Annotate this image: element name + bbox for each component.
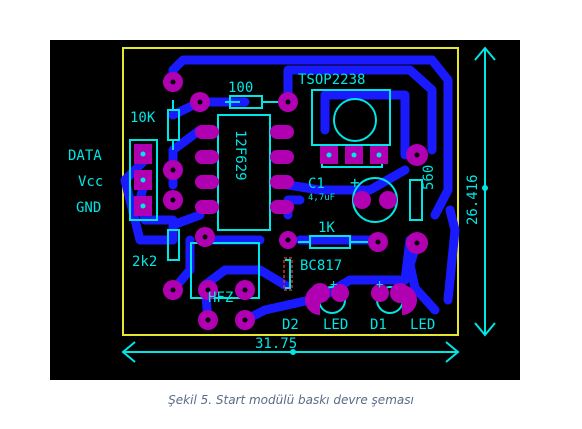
mcu-outline	[217, 114, 271, 231]
mcu-pad-6	[270, 175, 294, 189]
pad-led-d2-k	[331, 284, 349, 302]
label-height-dimension: 26.416	[465, 174, 481, 225]
label-cap: C1	[308, 176, 325, 192]
label-r560: 560	[421, 165, 437, 190]
buzzer-outline	[190, 242, 260, 299]
label-led1: LED	[410, 317, 435, 333]
mcu-pad-3	[195, 175, 219, 189]
width-marker-dot	[290, 349, 296, 355]
connector-outline	[129, 139, 158, 221]
mcu-pads	[195, 125, 294, 214]
label-width-dimension: 31.75	[255, 336, 297, 352]
mcu-pad-1	[195, 125, 219, 139]
label-cap-value: 4,7uF	[308, 193, 335, 203]
height-marker-dot	[482, 185, 488, 191]
mcu-pad-5	[270, 200, 294, 214]
label-d2: D2	[282, 317, 299, 333]
transistor-outline	[285, 259, 291, 289]
height-arrow-bottom-head	[474, 322, 496, 337]
tsop-pad-holes	[326, 152, 382, 158]
board-outline	[122, 47, 459, 336]
pcb-layout-diagram: 100 TSOP2238 10K DATA Vcc GND 12F629 C1 …	[50, 40, 520, 380]
label-led1-plus: +	[376, 277, 383, 291]
pad-cap-minus	[379, 191, 397, 209]
connector-pad-holes	[140, 151, 146, 209]
label-transistor: BC817	[300, 258, 342, 274]
resistor-560-outline	[409, 179, 423, 221]
resistor-2k2-outline	[167, 229, 180, 261]
label-led2: LED	[323, 317, 348, 333]
label-buzzer: HFZ	[208, 290, 233, 306]
label-r1k: 1K	[318, 220, 335, 236]
pcb-svg: 100 TSOP2238 10K DATA Vcc GND 12F629 C1 …	[68, 46, 496, 363]
label-vcc: Vcc	[78, 174, 103, 190]
label-gnd: GND	[76, 200, 101, 216]
mcu-pad-2	[195, 150, 219, 164]
tsop-lens-outline	[333, 98, 377, 142]
mcu-pad-7	[270, 150, 294, 164]
led-d1-body-right	[402, 285, 417, 315]
label-led2-plus: +	[330, 277, 337, 291]
label-data: DATA	[68, 148, 102, 164]
mcu-pad-4	[195, 200, 219, 214]
pad-cap-plus	[353, 191, 371, 209]
label-d1: D1	[370, 317, 387, 333]
figure-caption: Şekil 5. Start modülü baskı devre şeması	[168, 393, 414, 407]
mcu-pad-8	[270, 125, 294, 139]
label-r10k: 10K	[130, 110, 156, 126]
label-mcu: 12F629	[232, 130, 248, 181]
label-tsop: TSOP2238	[298, 72, 365, 88]
pad-led-d1-a	[371, 284, 389, 302]
width-arrow-left-head	[121, 341, 136, 363]
width-arrow-right-head	[445, 341, 460, 363]
label-r2k2: 2k2	[132, 254, 157, 270]
label-r100: 100	[228, 80, 253, 96]
led-bodies	[305, 285, 417, 315]
height-arrow-top-head	[474, 46, 496, 61]
round-pad-holes	[170, 79, 420, 323]
led-d2-body-left	[305, 285, 320, 315]
label-cap-plus: +	[350, 173, 360, 192]
